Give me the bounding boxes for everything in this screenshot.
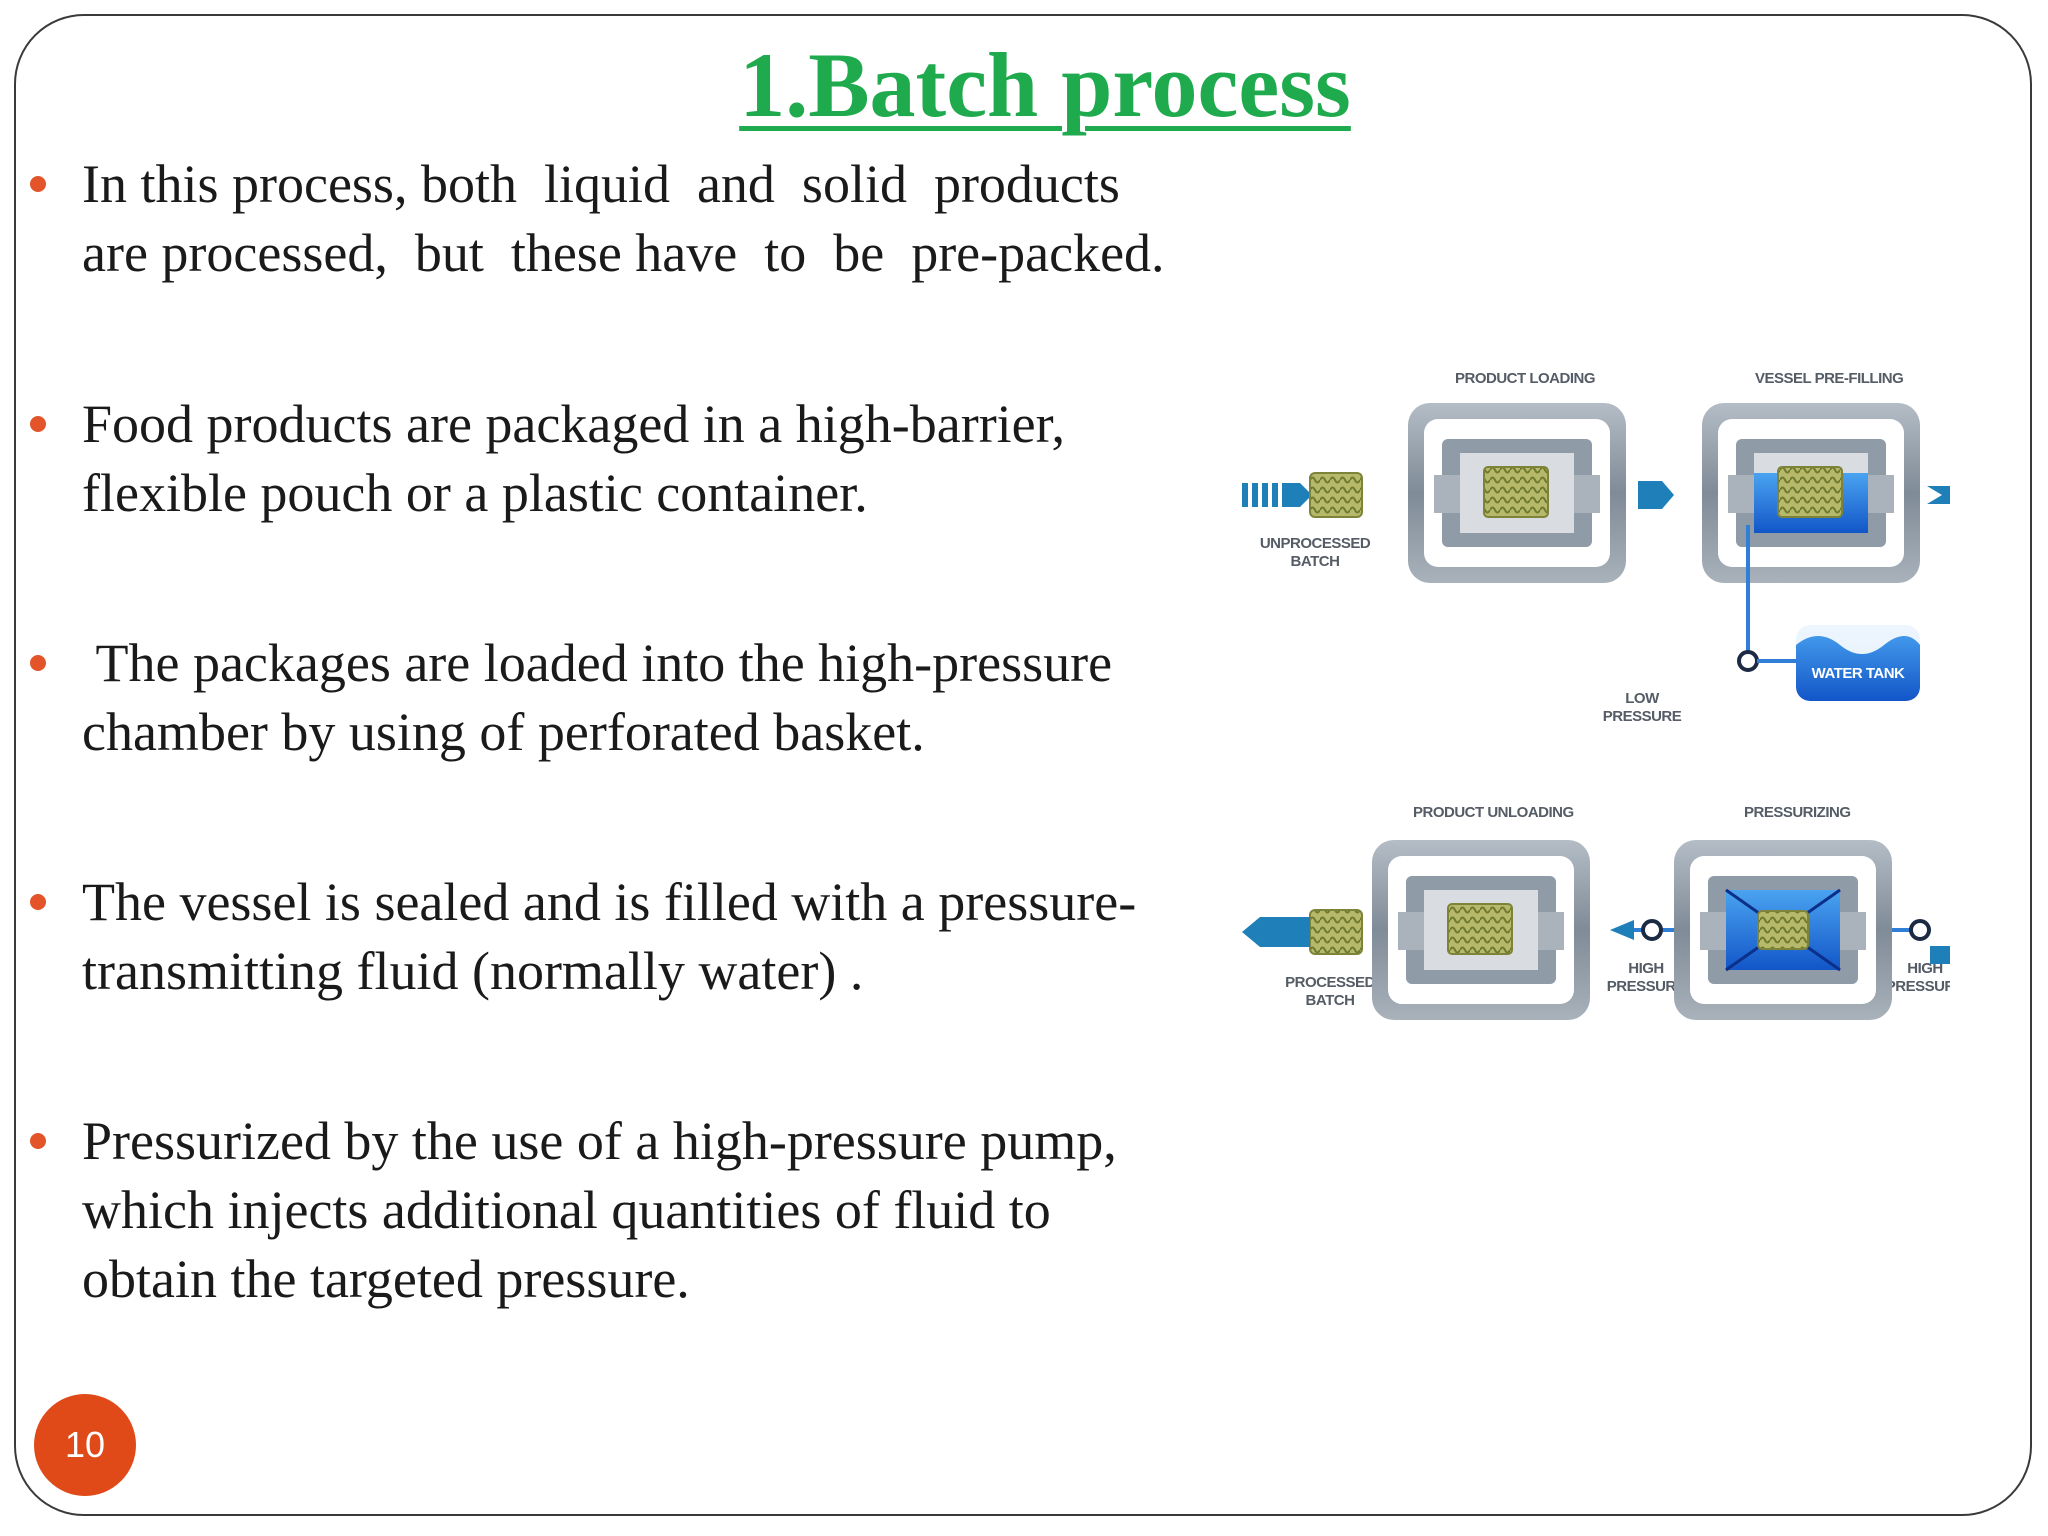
label-low-pressure: LOW xyxy=(1625,690,1660,707)
label-processed-batch: BATCH xyxy=(1306,992,1355,1009)
bullet-text: Food products are packaged in a high-bar… xyxy=(82,394,1065,523)
bullet-item: The vessel is sealed and is filled with … xyxy=(18,868,1248,1006)
bullet-dot-icon xyxy=(30,1133,46,1149)
label-high-pressure: HIGH xyxy=(1628,960,1664,977)
bullet-dot-icon xyxy=(30,894,46,910)
label-pressurizing: PRESSURIZING xyxy=(1744,804,1851,821)
high-pressure-valve-icon xyxy=(1909,919,1931,941)
bullet-text: The vessel is sealed and is filled with … xyxy=(82,872,1137,1001)
processed-package-icon xyxy=(1309,909,1363,955)
bullet-text: Pressurized by the use of a high-pressur… xyxy=(82,1111,1117,1309)
label-water-tank: WATER TANK xyxy=(1812,665,1905,682)
output-arrow-icon xyxy=(1242,917,1310,947)
slide-title: 1.Batch process xyxy=(739,34,1351,136)
bullet-item: Pressurized by the use of a high-pressur… xyxy=(18,1107,1248,1314)
page-number-badge: 10 xyxy=(34,1394,136,1496)
input-arrow-icon xyxy=(1242,483,1312,507)
arrow-right-icon xyxy=(1638,481,1674,509)
unprocessed-package-icon xyxy=(1309,472,1363,518)
label-high-pressure-right: HIGH xyxy=(1907,960,1943,977)
vessel-product-loading xyxy=(1408,403,1626,583)
vessel-pressurizing xyxy=(1674,840,1892,1020)
bullet-dot-icon xyxy=(30,176,46,192)
slide-frame xyxy=(14,14,2032,1516)
chevron-right-icon xyxy=(1922,483,1942,507)
bullet-item: The packages are loaded into the high-pr… xyxy=(18,629,1248,767)
label-unprocessed-batch: UNPROCESSED xyxy=(1260,535,1371,552)
arrow-left-icon xyxy=(1610,920,1634,940)
label-high-pressure-right: PRESSURE xyxy=(1886,978,1950,995)
label-unprocessed-batch: BATCH xyxy=(1291,553,1340,570)
water-tank: WATER TANK xyxy=(1796,625,1920,701)
vessel-pre-filling xyxy=(1702,403,1920,583)
vessel-product-unloading xyxy=(1372,840,1590,1020)
label-vessel-prefilling: VESSEL PRE-FILLING xyxy=(1755,370,1903,387)
low-pressure-valve-icon xyxy=(1737,650,1759,672)
bullet-dot-icon xyxy=(30,655,46,671)
bullet-item: Food products are packaged in a high-bar… xyxy=(18,390,1248,528)
label-processed-batch: PROCESSED xyxy=(1285,974,1375,991)
label-product-loading: PRODUCT LOADING xyxy=(1455,370,1595,387)
bullet-item: In this process, both liquid and solid p… xyxy=(18,150,1248,288)
bullet-dot-icon xyxy=(30,416,46,432)
label-product-unloading: PRODUCT UNLOADING xyxy=(1413,804,1574,821)
return-pipe xyxy=(1925,486,1950,964)
high-pressure-valve-icon xyxy=(1641,919,1663,941)
label-high-pressure: PRESSURE xyxy=(1607,978,1686,995)
bullet-text: In this process, both liquid and solid p… xyxy=(82,154,1165,283)
hpp-batch-process-diagram: PRODUCT LOADING VESSEL PRE-FILLING UNPRO… xyxy=(1242,370,1950,1020)
bullet-text: The packages are loaded into the high-pr… xyxy=(82,633,1113,762)
label-low-pressure: PRESSURE xyxy=(1603,708,1682,725)
